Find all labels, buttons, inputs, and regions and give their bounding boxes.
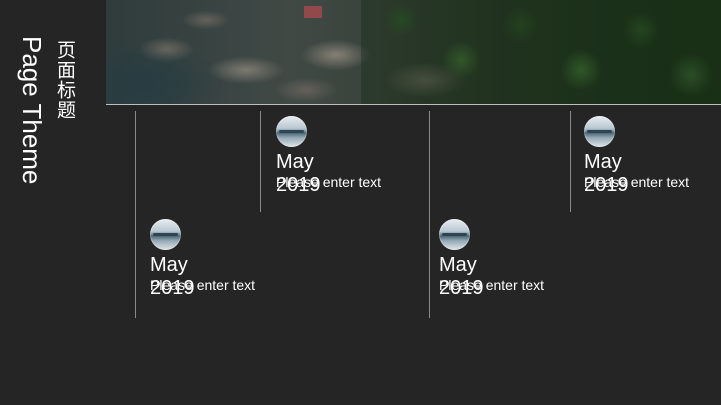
landscape-thumbnail-icon [276, 116, 307, 147]
landscape-thumbnail-icon [439, 219, 470, 250]
timeline-text[interactable]: Please enter text [584, 174, 690, 190]
timeline-date[interactable]: May 2019 [439, 254, 484, 299]
landscape-thumbnail-icon [584, 116, 615, 147]
banner-shade [106, 0, 721, 104]
divider-line-2 [260, 111, 261, 212]
timeline-date[interactable]: May 2019 [584, 151, 629, 196]
hut-shape [304, 6, 322, 18]
page-title-en[interactable]: Page Theme [17, 36, 47, 185]
divider-line-4 [570, 111, 571, 212]
banner-image [106, 0, 721, 104]
water-area [106, 40, 226, 104]
divider-line-3 [429, 111, 430, 318]
page-title-cn[interactable]: 页面标题 [54, 40, 76, 120]
timeline-text[interactable]: Please enter text [150, 277, 256, 293]
timeline-date[interactable]: May 2019 [150, 254, 195, 299]
timeline-text[interactable]: Please enter text [276, 174, 382, 190]
timeline-date[interactable]: May 2019 [276, 151, 321, 196]
divider-line-1 [135, 111, 136, 318]
timeline-text[interactable]: Please enter text [439, 277, 545, 293]
banner-underline [106, 104, 721, 105]
landscape-thumbnail-icon [150, 219, 181, 250]
trees-area [361, 0, 721, 104]
